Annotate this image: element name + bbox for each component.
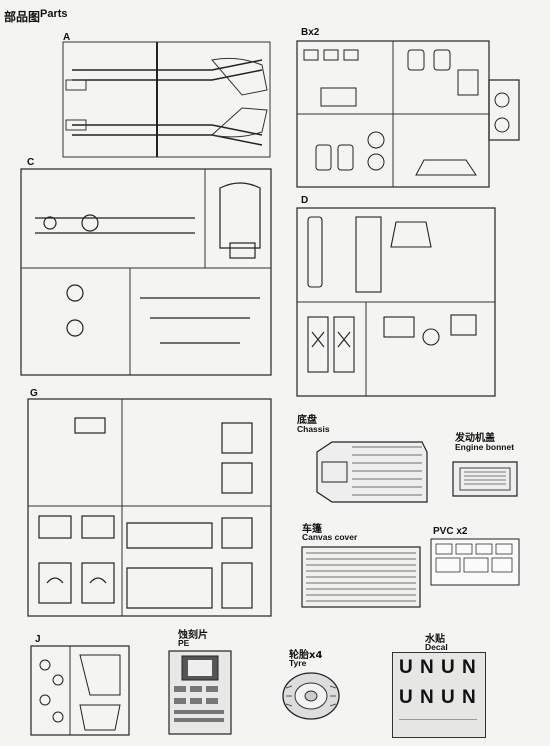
decal-mark-4: U N [441, 687, 477, 708]
sprue-g-drawing [27, 398, 272, 617]
engine-bonnet-label-cn: 发动机盖 [455, 433, 495, 444]
canvas-cover-label-en: Canvas cover [302, 532, 358, 542]
canvas-cover-drawing [301, 546, 421, 608]
sprue-d-drawing [296, 207, 496, 397]
engine-bonnet-drawing [452, 461, 518, 497]
decal-label-en: Decal [425, 642, 448, 652]
parts-title-en: Parts [40, 8, 68, 20]
pe-label-en: PE [178, 638, 190, 648]
pvc-label: PVC x2 [433, 526, 468, 537]
decal-mark-2: U N [441, 657, 477, 678]
sprue-bx2-label: Bx2 [301, 27, 320, 38]
decal-sheet: U N U N U N U N [392, 652, 486, 738]
canvas-cover-label-cn: 车篷 [302, 524, 322, 535]
tyre-label-cn: 轮胎x4 [289, 650, 323, 661]
sprue-c-label: C [27, 157, 35, 168]
chassis-label-en: Chassis [297, 424, 330, 434]
decal-fine-print [399, 719, 477, 730]
chassis-label-cn: 底盘 [297, 415, 317, 426]
sprue-g-label: G [30, 388, 38, 399]
sprue-d-label: D [301, 195, 309, 206]
parts-title-cn: 部品图 [4, 10, 41, 24]
sprue-a-label: A [63, 32, 71, 43]
sprue-a-drawing [62, 41, 271, 158]
tyre-drawing [282, 672, 340, 720]
sprue-j-label: J [35, 634, 41, 645]
pvc-drawing [430, 538, 520, 586]
sprue-c-drawing [20, 168, 272, 376]
decal-mark-3: U N [399, 687, 435, 708]
pe-label-cn: 蚀刻片 [178, 630, 208, 641]
decal-mark-1: U N [399, 657, 435, 678]
sprue-bx2-drawing [296, 40, 520, 188]
pe-drawing [168, 650, 232, 735]
sprue-j-drawing [30, 645, 130, 736]
decal-label-cn: 水贴 [425, 634, 445, 645]
engine-bonnet-label-en: Engine bonnet [455, 442, 515, 452]
tyre-label-en: Tyre [289, 658, 307, 668]
chassis-drawing [316, 441, 428, 503]
